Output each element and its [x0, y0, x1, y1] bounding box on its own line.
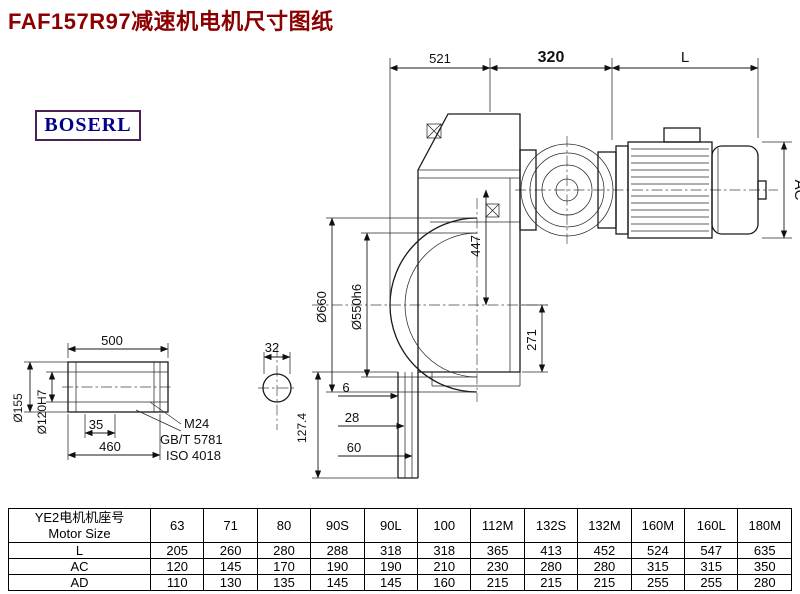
dim-35: 35: [89, 417, 103, 432]
table-row-AC: AC 120 145 170 190 190 210 230 280 280 3…: [8, 558, 792, 575]
table-cell: 452: [577, 542, 632, 559]
column-header: 90L: [363, 508, 419, 543]
table-cell: 145: [310, 574, 365, 591]
row-label: AC: [8, 558, 151, 575]
shaft-detail-view: 500 35 460 Ø155 Ø120H7 M24 GB/T 5781 ISO…: [11, 333, 223, 463]
dim-L: L: [681, 49, 689, 66]
table-cell: 350: [737, 558, 792, 575]
column-header: 132S: [523, 508, 579, 543]
shaft-cross-section: 32: [262, 340, 292, 403]
logo-text: BOSERL: [44, 114, 132, 136]
table-cell: 318: [363, 542, 419, 559]
column-header: 160L: [684, 508, 739, 543]
column-header: 132M: [577, 508, 632, 543]
boserl-logo: BOSERL: [35, 110, 141, 141]
column-header: 90S: [310, 508, 365, 543]
dim-320: 320: [538, 49, 565, 66]
table-header-cn: YE2电机机座号: [34, 509, 125, 525]
table-cell: 210: [417, 558, 472, 575]
table-cell: 315: [684, 558, 739, 575]
table-cell: 215: [523, 574, 579, 591]
row-label: AD: [8, 574, 151, 591]
table-cell: 280: [256, 542, 312, 559]
dim-500: 500: [101, 333, 123, 348]
table-cell: 315: [630, 558, 686, 575]
top-dimensions: 521 320 L: [389, 49, 759, 302]
dim-60: 60: [347, 440, 361, 455]
column-header: 100: [417, 508, 472, 543]
dim-271: 271: [524, 329, 539, 351]
table-cell: 145: [203, 558, 258, 575]
table-cell: 145: [363, 574, 419, 591]
dim-521: 521: [429, 51, 451, 66]
table-cell: 255: [684, 574, 739, 591]
table-row-L: L 205 260 280 288 318 318 365 413 452 52…: [8, 542, 792, 559]
dim-AC: AC: [791, 180, 800, 201]
column-header: 71: [203, 508, 258, 543]
table-cell: 215: [470, 574, 525, 591]
centerlines: [62, 136, 778, 430]
table-cell: 280: [523, 558, 579, 575]
column-header: 63: [149, 508, 205, 543]
motor: [615, 127, 767, 239]
standard-iso: ISO 4018: [166, 448, 221, 463]
table-cell: 260: [203, 542, 258, 559]
table-cell: 120: [149, 558, 205, 575]
table-cell: 130: [203, 574, 258, 591]
table-cell: 215: [577, 574, 632, 591]
column-header: 80: [256, 508, 312, 543]
dim-shaft-od: Ø155: [11, 393, 25, 423]
table-cell: 280: [577, 558, 632, 575]
table-cell: 190: [363, 558, 419, 575]
vertical-dimensions: 447 271: [468, 189, 548, 373]
dim-flange-od: Ø660: [314, 291, 329, 323]
dim-460: 460: [99, 439, 121, 454]
dim-127-4: 127.4: [295, 413, 309, 443]
table-cell: 280: [737, 574, 792, 591]
column-header: 180M: [737, 508, 792, 543]
table-cell: 160: [417, 574, 472, 591]
table-cell: 318: [417, 542, 472, 559]
dim-32: 32: [265, 340, 279, 355]
motor-size-table: YE2电机机座号 Motor Size 63 71 80 90S 90L 100…: [8, 508, 792, 591]
standard-gb: GB/T 5781: [160, 432, 223, 447]
table-cell: 135: [256, 574, 312, 591]
table-cell: 365: [470, 542, 525, 559]
table-cell: 635: [737, 542, 792, 559]
table-cell: 110: [149, 574, 205, 591]
ac-dimension: AC: [762, 141, 800, 239]
page-title: FAF157R97减速机电机尺寸图纸: [8, 9, 334, 34]
output-flange: [389, 217, 478, 479]
thread-callout: M24: [184, 416, 209, 431]
dim-447: 447: [468, 235, 483, 257]
gearbox-body: [417, 113, 521, 387]
table-cell: 547: [684, 542, 739, 559]
column-header: 112M: [470, 508, 525, 543]
table-cell: 288: [310, 542, 365, 559]
dim-shaft-bore: Ø120H7: [35, 389, 49, 434]
table-header-en: Motor Size: [48, 525, 111, 541]
dim-28: 28: [345, 410, 359, 425]
table-header-motor-size: YE2电机机座号 Motor Size: [8, 508, 151, 543]
dim-6: 6: [342, 380, 349, 395]
table-cell: 170: [256, 558, 312, 575]
dim-flange-spigot: Ø550h6: [349, 284, 364, 330]
row-label: L: [8, 542, 151, 559]
table-cell: 413: [523, 542, 579, 559]
table-cell: 190: [310, 558, 365, 575]
table-cell: 230: [470, 558, 525, 575]
table-cell: 255: [630, 574, 686, 591]
table-cell: 205: [149, 542, 205, 559]
column-header: 160M: [630, 508, 686, 543]
base-dimensions: 6 28 60 127.4: [295, 371, 413, 479]
flange-dimensions: Ø660 Ø550h6: [314, 217, 477, 393]
table-header-row: YE2电机机座号 Motor Size 63 71 80 90S 90L 100…: [8, 508, 792, 543]
table-row-AD: AD 110 130 135 145 145 160 215 215 215 2…: [8, 574, 792, 591]
table-cell: 524: [630, 542, 686, 559]
